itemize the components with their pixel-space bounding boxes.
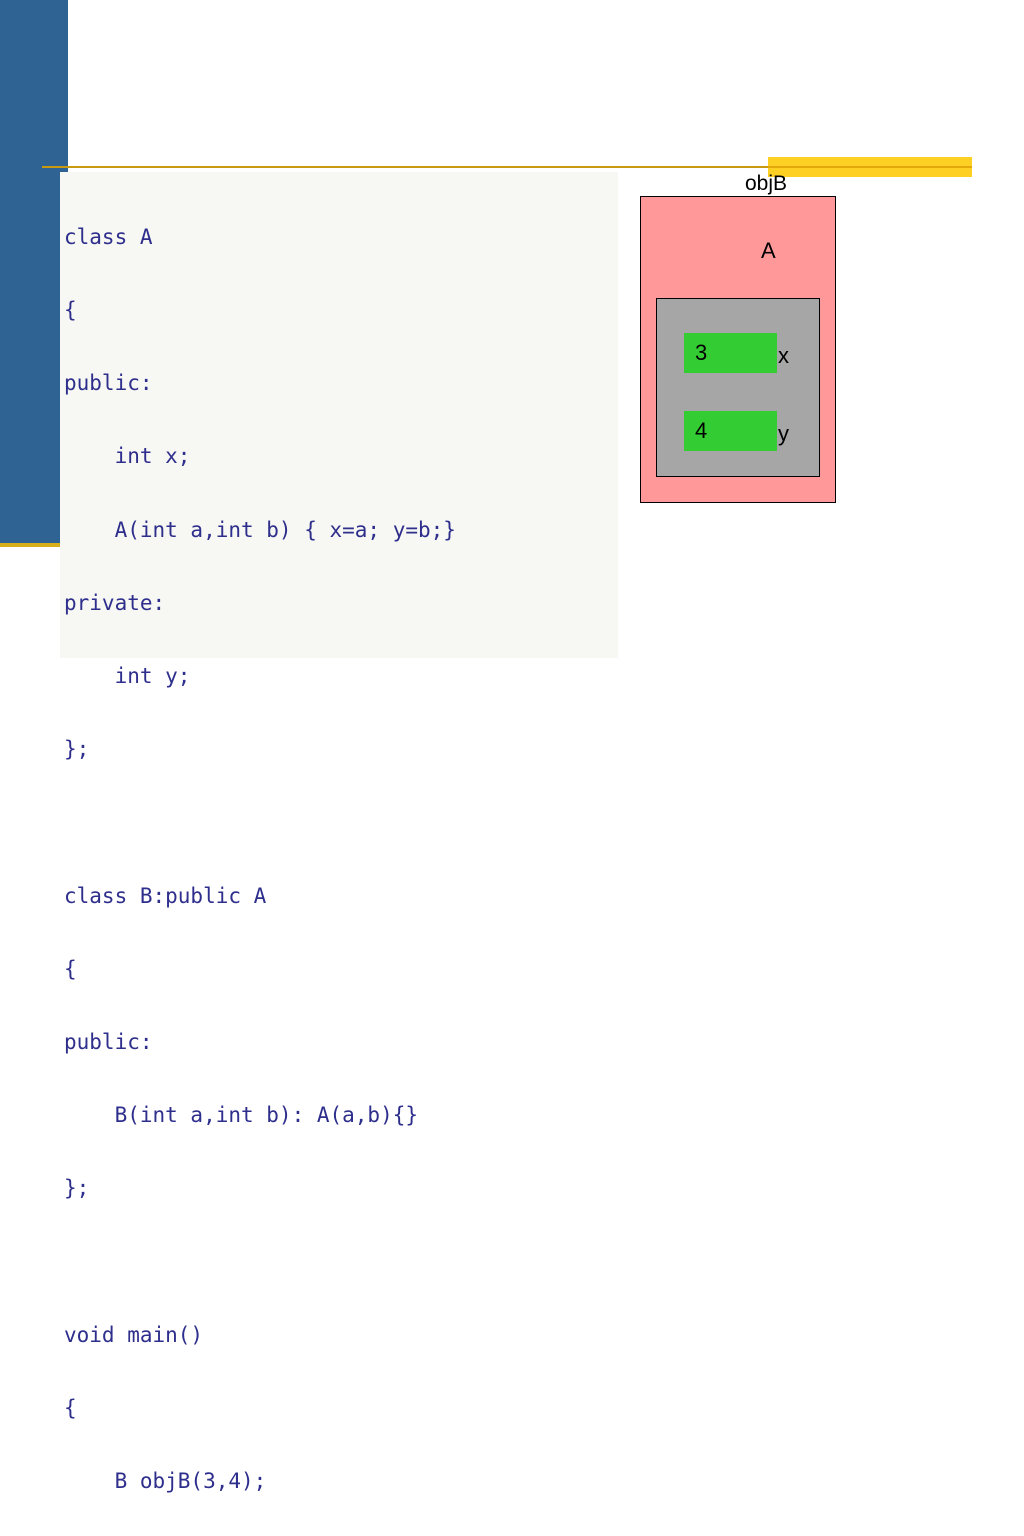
- code-line: void main(): [64, 1322, 204, 1347]
- field-y-value: 4: [684, 411, 777, 451]
- code-line: private:: [64, 590, 166, 615]
- code-line: };: [64, 737, 90, 762]
- code-line: class A: [64, 224, 153, 249]
- code-line: [64, 810, 456, 834]
- code-line: public:: [64, 371, 153, 396]
- sidebar-underline: [0, 543, 68, 547]
- field-y-name: y: [778, 421, 789, 446]
- field-x-name: x: [778, 343, 789, 368]
- code-listing: class A { public: int x; A(int a,int b) …: [64, 176, 456, 1536]
- code-line: {: [64, 1396, 77, 1421]
- code-line: A(int a,int b) { x=a; y=b;}: [64, 517, 456, 542]
- code-line: B objB(3,4);: [64, 1469, 267, 1494]
- accent-bar-line: [768, 166, 972, 168]
- title-rule: [42, 166, 972, 168]
- code-line: {: [64, 956, 77, 981]
- code-line: class B:public A: [64, 883, 267, 908]
- left-sidebar-bar: [0, 0, 68, 545]
- field-x-value: 3: [684, 333, 777, 373]
- code-line: int y;: [64, 664, 191, 689]
- code-panel: [60, 172, 618, 658]
- code-line: [64, 1250, 456, 1274]
- base-class-label: A: [761, 238, 776, 263]
- code-line: {: [64, 298, 77, 323]
- code-line: B(int a,int b): A(a,b){}: [64, 1103, 419, 1128]
- code-line: };: [64, 1176, 90, 1201]
- object-label: objB: [745, 172, 788, 195]
- code-line: public:: [64, 1030, 153, 1055]
- code-line: int x;: [64, 444, 191, 469]
